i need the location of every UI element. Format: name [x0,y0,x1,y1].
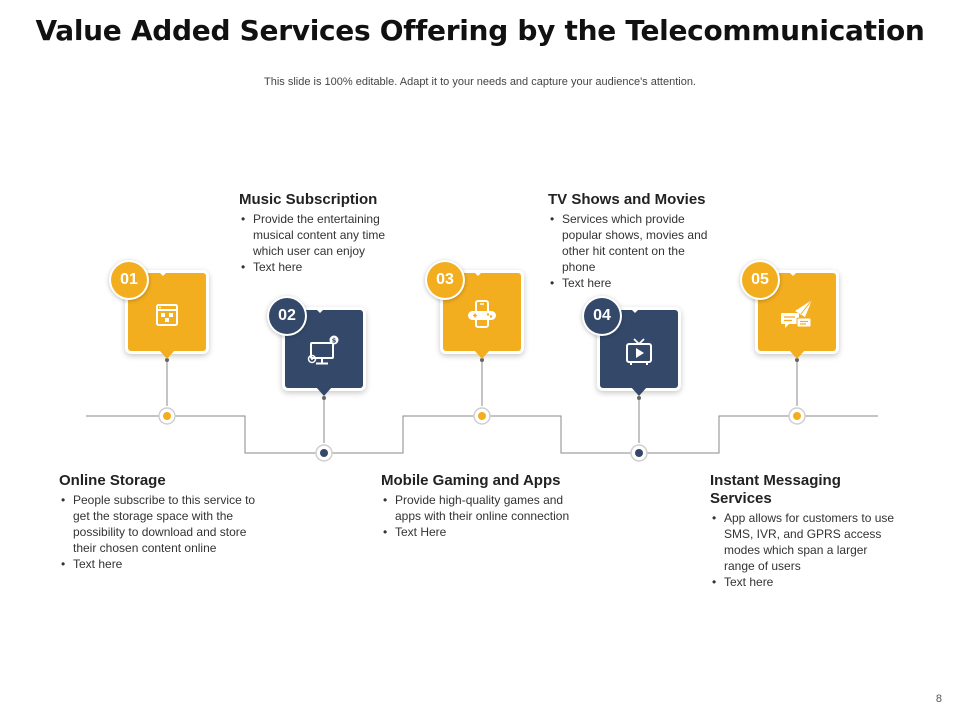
bullet-list: App allows for customers to use SMS, IVR… [710,510,896,590]
step-heading: Mobile Gaming and Apps [381,472,561,489]
slide-title: Value Added Services Offering by the Tel… [35,14,925,47]
node-03 [473,407,491,425]
bullet-item: Services which provide popular shows, mo… [548,211,718,275]
svg-text:$: $ [332,336,337,344]
tile-pointer [316,387,332,396]
step-badge-03: 03 [427,262,463,298]
slide-subtitle: This slide is 100% editable. Adapt it to… [264,76,696,88]
bullet-item: Text here [710,574,896,590]
node-04 [630,444,648,462]
stem-top-dot-04 [637,396,641,400]
step-heading: Instant Messaging Services [710,472,841,507]
bullet-list: People subscribe to this service to get … [59,492,259,572]
step-badge-01: 01 [111,262,147,298]
bullet-item: Provide the entertaining musical content… [239,211,403,259]
bullet-item: Text here [548,275,718,291]
page-number: 8 [935,693,942,705]
messaging-icon [781,299,813,328]
bullet-item: People subscribe to this service to get … [59,492,259,556]
step-badge-05: 05 [742,262,778,298]
tile-pointer [159,350,175,359]
bullet-list: Services which provide popular shows, mo… [548,211,718,291]
bullet-item: Text Here [381,524,571,540]
step-badge-02: 02 [269,298,305,334]
step-heading: Online Storage [59,472,166,489]
text-block-music-subscription: Music Subscription Provide the entertain… [239,191,403,275]
stem-top-dot-01 [165,358,169,362]
text-block-tv-shows: TV Shows and Movies Services which provi… [548,191,718,291]
bullet-list: Provide the entertaining musical content… [239,211,403,275]
tv-play-icon [626,338,652,365]
step-heading: Music Subscription [239,191,378,208]
music-monitor-icon: $ [307,335,339,365]
tile-pointer [789,350,805,359]
node-01 [158,407,176,425]
step-heading: TV Shows and Movies [548,191,706,208]
node-02 [315,444,333,462]
bullet-item: Text here [239,259,403,275]
mobile-gaming-icon [468,300,496,328]
stem-top-dot-02 [322,396,326,400]
bullet-list: Provide high-quality games and apps with… [381,492,571,540]
tile-pointer [474,350,490,359]
bullet-item: App allows for customers to use SMS, IVR… [710,510,896,574]
text-block-online-storage: Online Storage People subscribe to this … [59,472,259,572]
bullet-item: Text here [59,556,259,572]
stem-top-dot-03 [480,358,484,362]
text-block-mobile-gaming: Mobile Gaming and Apps Provide high-qual… [381,472,571,540]
step-badge-04: 04 [584,298,620,334]
tile-pointer [631,387,647,396]
bullet-item: Provide high-quality games and apps with… [381,492,571,524]
storage-icon [156,304,178,326]
stem-top-dot-05 [795,358,799,362]
text-block-instant-messaging: Instant Messaging Services App allows fo… [710,472,896,590]
node-05 [788,407,806,425]
